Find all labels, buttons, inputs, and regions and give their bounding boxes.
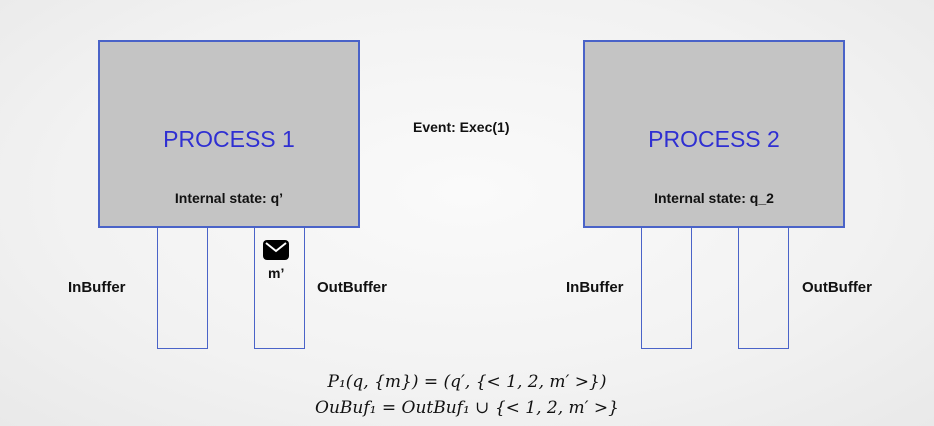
process-1-outbuffer (254, 228, 305, 349)
process-1-inbuffer-label: InBuffer (68, 279, 126, 296)
process-1-title: PROCESS 1 (163, 126, 295, 152)
process-2-inbuffer-label: InBuffer (566, 279, 624, 296)
process-1-state: Internal state: q’ (174, 190, 284, 206)
envelope-icon (263, 240, 289, 260)
process-2-inbuffer (641, 228, 692, 349)
formula-transition: P₁(q, {m}) = (q′, {< 1, 2, m′ >}) (327, 372, 607, 392)
message-label: m’ (268, 265, 285, 281)
process-1-outbuffer-label: OutBuffer (317, 279, 387, 296)
process-1-inbuffer (157, 228, 208, 349)
process-2-title: PROCESS 2 (648, 126, 780, 152)
process-2-box: PROCESS 2 Internal state: q_2 (583, 40, 845, 228)
event-label: Event: Exec(1) (413, 119, 510, 135)
process-1-box: PROCESS 1 Internal state: q’ (98, 40, 360, 228)
formula-outbuffer: OuBuf₁ = OutBuf₁ ∪ {< 1, 2, m′ >} (315, 398, 619, 418)
process-2-outbuffer-label: OutBuffer (802, 279, 872, 296)
process-2-outbuffer (738, 228, 789, 349)
process-2-state: Internal state: q_2 (654, 190, 774, 206)
